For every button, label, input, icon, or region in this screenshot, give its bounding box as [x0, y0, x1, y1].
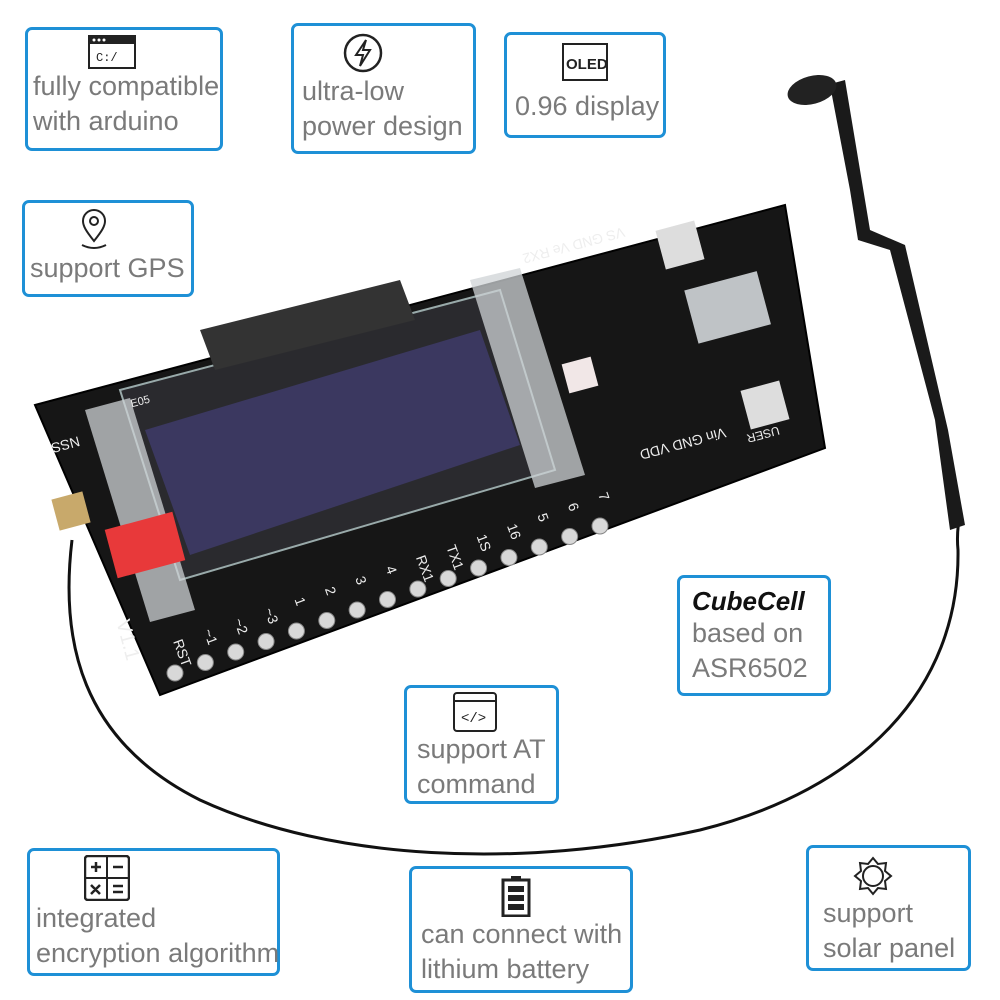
feature-text: support AT: [417, 734, 546, 764]
oled-label: E05: [129, 394, 151, 411]
pin-header: [379, 591, 396, 608]
calculator-icon: [84, 855, 130, 901]
feature-arduino: C:/ fully compatible with arduino: [25, 27, 223, 151]
pin-header: [287, 622, 305, 640]
svg-text:OLED: OLED: [566, 56, 608, 73]
antenna-cable: [67, 518, 961, 856]
svg-text:C:/: C:/: [96, 51, 118, 65]
pin-header: [196, 654, 214, 671]
feature-text: with arduino: [33, 106, 179, 136]
feature-text: encryption algorithm: [36, 938, 280, 968]
board-left-label: NSS: [50, 433, 82, 456]
feature-text: fully compatible: [33, 71, 220, 101]
pin-header: [591, 517, 609, 535]
feature-text: integrated: [36, 903, 157, 933]
feature-cubecell: CubeCell based on ASR6502: [677, 575, 831, 696]
pin-header: [500, 549, 518, 566]
pin-header: [257, 633, 275, 650]
antenna: [787, 75, 965, 530]
feature-solar: support solar panel: [806, 845, 971, 971]
pin-label: ~1: [200, 626, 221, 647]
feature-gps: support GPS: [22, 200, 194, 297]
feature-text: support: [823, 898, 914, 928]
oled-icon: OLED: [562, 43, 608, 81]
pin-header: [348, 601, 366, 619]
feature-text: 0.96 display: [515, 91, 660, 121]
feature-at-command: </> support AT command: [404, 685, 559, 804]
battery-icon: [501, 876, 531, 917]
pin-header: [439, 570, 457, 587]
feature-text: support GPS: [30, 253, 185, 283]
feature-battery: can connect with lithium battery: [409, 866, 633, 993]
cubecell-logo: CubeCell: [692, 586, 805, 616]
feature-text: ultra-low: [302, 76, 405, 106]
pin-header: [561, 528, 579, 545]
feature-power: ultra-low power design: [291, 23, 476, 154]
pin-header: [530, 538, 548, 556]
pin-header: [470, 559, 488, 577]
svg-text:</>: </>: [461, 711, 486, 727]
pin-header: [227, 643, 245, 661]
oled-screen: [145, 330, 520, 555]
terminal-icon: C:/: [88, 35, 136, 69]
feature-display: OLED 0.96 display: [504, 32, 666, 138]
pin-label: ~2: [231, 616, 252, 637]
location-pin-icon: [81, 209, 107, 249]
pin-label: 16: [504, 521, 524, 541]
feature-text: based on: [692, 618, 804, 648]
code-icon: </>: [453, 692, 497, 732]
pin-header: [409, 580, 427, 598]
feature-encryption: integrated encryption algorithm: [27, 848, 280, 976]
feature-text: lithium battery: [421, 954, 590, 984]
pin-label: ~3: [261, 605, 282, 626]
pin-label: 1S: [474, 532, 495, 554]
feature-text: power design: [302, 111, 463, 141]
feature-text: command: [417, 769, 536, 799]
feature-text: solar panel: [823, 933, 956, 963]
pin-header: [166, 664, 184, 682]
lightning-icon: [343, 33, 383, 73]
feature-text: can connect with: [421, 919, 623, 949]
pin-header: [318, 612, 336, 629]
feature-text: ASR6502: [692, 653, 808, 683]
sun-icon: [853, 856, 893, 896]
